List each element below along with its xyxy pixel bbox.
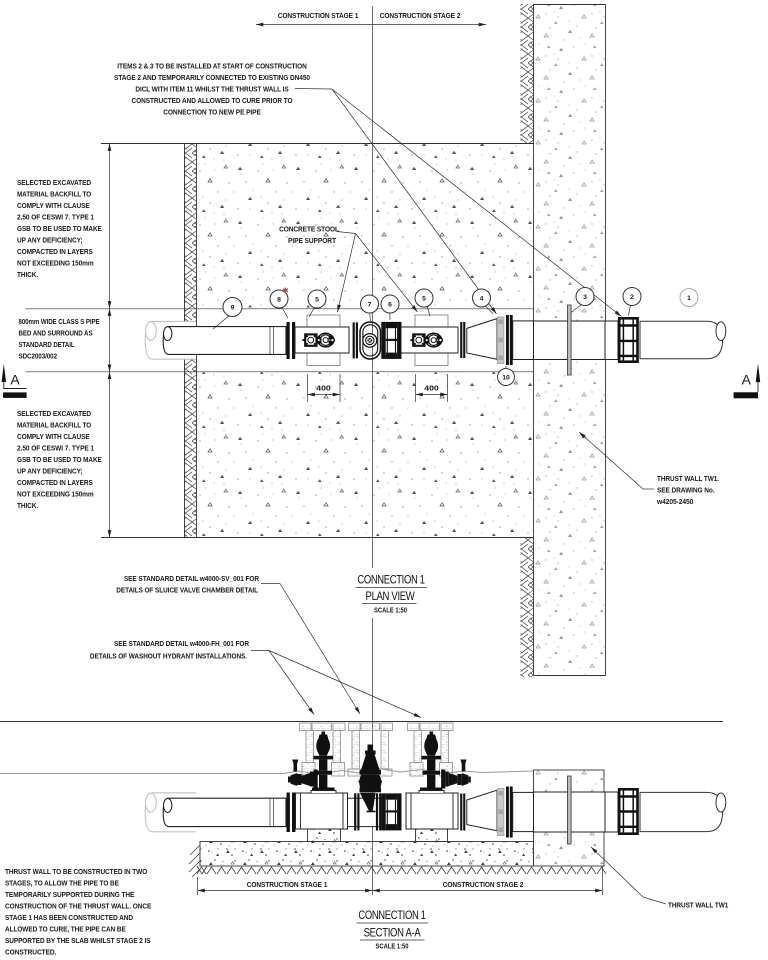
svg-text:COMPLY WITH CLAUSE: COMPLY WITH CLAUSE [17, 432, 90, 441]
svg-text:2.50 OF CESWI 7. TYPE 1: 2.50 OF CESWI 7. TYPE 1 [17, 213, 95, 222]
svg-text:GSB TO BE USED TO MAKE: GSB TO BE USED TO MAKE [17, 455, 102, 464]
svg-text:THRUST WALL TO BE CONSTRUCTED: THRUST WALL TO BE CONSTRUCTED IN TWO [5, 867, 147, 876]
svg-text:SELECTED EXCAVATED: SELECTED EXCAVATED [17, 178, 92, 187]
svg-text:STAGE 2 AND TEMPORARILY CONNEC: STAGE 2 AND TEMPORARILY CONNECTED TO EXI… [114, 73, 310, 82]
svg-text:CONNECTION 1: CONNECTION 1 [358, 910, 425, 922]
svg-text:THICK.: THICK. [17, 501, 38, 510]
svg-text:STANDARD DETAIL: STANDARD DETAIL [19, 340, 75, 349]
svg-text:A: A [742, 372, 752, 388]
svg-text:BED AND SURROUND AS: BED AND SURROUND AS [19, 329, 93, 338]
svg-text:CONSTRUCTION STAGE 1: CONSTRUCTION STAGE 1 [247, 880, 328, 889]
svg-text:THRUST WALL TW1.: THRUST WALL TW1. [657, 474, 719, 483]
svg-text:SDC2003/002: SDC2003/002 [19, 352, 58, 361]
svg-text:A: A [10, 372, 20, 388]
svg-text:COMPLY WITH CLAUSE: COMPLY WITH CLAUSE [17, 201, 90, 210]
svg-text:SCALE 1:50: SCALE 1:50 [376, 942, 409, 951]
svg-text:CONNECTION 1: CONNECTION 1 [357, 575, 424, 587]
svg-text:SEE DRAWING No.: SEE DRAWING No. [657, 486, 715, 495]
svg-text:COMPACTED IN LAYERS: COMPACTED IN LAYERS [17, 478, 93, 487]
svg-text:400: 400 [424, 384, 439, 393]
svg-text:CONSTRUCTION STAGE 2: CONSTRUCTION STAGE 2 [443, 880, 524, 889]
svg-text:CONSTRUCTED AND ALLOWED TO CUR: CONSTRUCTED AND ALLOWED TO CURE PRIOR TO [132, 96, 293, 105]
svg-text:CONSTRUCTION STAGE 2: CONSTRUCTION STAGE 2 [380, 11, 461, 20]
svg-text:GSB TO BE USED TO MAKE: GSB TO BE USED TO MAKE [17, 224, 102, 233]
svg-text:400: 400 [316, 384, 331, 393]
svg-text:THRUST WALL TW1: THRUST WALL TW1 [668, 901, 729, 910]
svg-text:COMPACTED IN LAYERS: COMPACTED IN LAYERS [17, 247, 93, 256]
svg-text:NOT EXCEEDING 150mm: NOT EXCEEDING 150mm [17, 490, 94, 499]
svg-text:PLAN VIEW: PLAN VIEW [366, 591, 415, 603]
svg-text:2: 2 [630, 294, 634, 301]
svg-text:SUPPORTED BY THE SLAB WHILST S: SUPPORTED BY THE SLAB WHILST STAGE 2 IS [5, 936, 151, 945]
svg-text:SEE STANDARD DETAIL w4000-FH_0: SEE STANDARD DETAIL w4000-FH_001 FOR [114, 639, 250, 648]
svg-text:ALLOWED TO CURE, THE PIPE CAN: ALLOWED TO CURE, THE PIPE CAN BE [5, 925, 126, 934]
svg-text:4: 4 [480, 296, 484, 303]
svg-text:DETAILS OF WASHOUT HYDRANT INS: DETAILS OF WASHOUT HYDRANT INSTALLATIONS… [90, 652, 247, 661]
svg-text:STAGES, TO ALLOW THE PIPE TO B: STAGES, TO ALLOW THE PIPE TO BE [5, 879, 119, 888]
svg-text:CONSTRUCTED.: CONSTRUCTED. [5, 948, 56, 957]
svg-text:SECTION A-A: SECTION A-A [364, 928, 421, 940]
svg-text:MATERIAL BACKFILL TO: MATERIAL BACKFILL TO [17, 421, 91, 430]
svg-text:SELECTED EXCAVATED: SELECTED EXCAVATED [17, 409, 92, 418]
svg-text:7: 7 [368, 302, 372, 309]
svg-text:STAGE 1 HAS BEEN CONSTRUCTED A: STAGE 1 HAS BEEN CONSTRUCTED AND [5, 913, 134, 922]
svg-text:10: 10 [502, 375, 510, 382]
svg-text:UP ANY DEFICIENCY;: UP ANY DEFICIENCY; [17, 236, 83, 245]
svg-text:CONCRETE STOOL: CONCRETE STOOL [279, 225, 339, 234]
svg-text:NOT EXCEEDING 150mm: NOT EXCEEDING 150mm [17, 259, 94, 268]
svg-text:5: 5 [422, 296, 426, 303]
svg-text:PIPE SUPPORT: PIPE SUPPORT [288, 236, 336, 245]
svg-text:1: 1 [687, 295, 691, 302]
svg-text:DICL WITH ITEM 11 WHILST THE T: DICL WITH ITEM 11 WHILST THE THRUST WALL… [135, 85, 288, 94]
svg-text:w4205-2450: w4205-2450 [656, 497, 693, 506]
svg-text:MATERIAL BACKFILL TO: MATERIAL BACKFILL TO [17, 190, 91, 199]
svg-text:CONNECTION TO NEW PE PIPE: CONNECTION TO NEW PE PIPE [163, 108, 261, 117]
svg-text:UP ANY DEFICIENCY;: UP ANY DEFICIENCY; [17, 467, 83, 476]
svg-text:ITEMS 2 & 3 TO BE INSTALLED AT: ITEMS 2 & 3 TO BE INSTALLED AT START OF … [117, 62, 306, 71]
svg-text:SCALE 1:50: SCALE 1:50 [374, 606, 407, 615]
svg-text:2.50 OF CESWI 7. TYPE 1: 2.50 OF CESWI 7. TYPE 1 [17, 444, 95, 453]
svg-text:8: 8 [277, 297, 281, 304]
svg-text:6: 6 [388, 302, 392, 309]
svg-text:800mm WIDE CLASS S PIPE: 800mm WIDE CLASS S PIPE [19, 317, 100, 326]
svg-text:3: 3 [583, 294, 587, 301]
svg-text:CONSTRUCTION OF THE THRUST WAL: CONSTRUCTION OF THE THRUST WALL. ONCE [5, 902, 151, 911]
svg-text:DETAILS OF SLUICE VALVE CHAMBE: DETAILS OF SLUICE VALVE CHAMBER DETAIL [116, 586, 258, 595]
svg-text:TEMPORARILY SUPPORTED DURING T: TEMPORARILY SUPPORTED DURING THE [5, 890, 134, 899]
svg-text:SEE STANDARD DETAIL w4000-SV_0: SEE STANDARD DETAIL w4000-SV_001 FOR [124, 574, 260, 583]
svg-text:9: 9 [231, 305, 235, 312]
svg-text:THICK.: THICK. [17, 270, 38, 279]
svg-text:5: 5 [315, 297, 319, 304]
svg-text:CONSTRUCTION STAGE 1: CONSTRUCTION STAGE 1 [278, 11, 359, 20]
